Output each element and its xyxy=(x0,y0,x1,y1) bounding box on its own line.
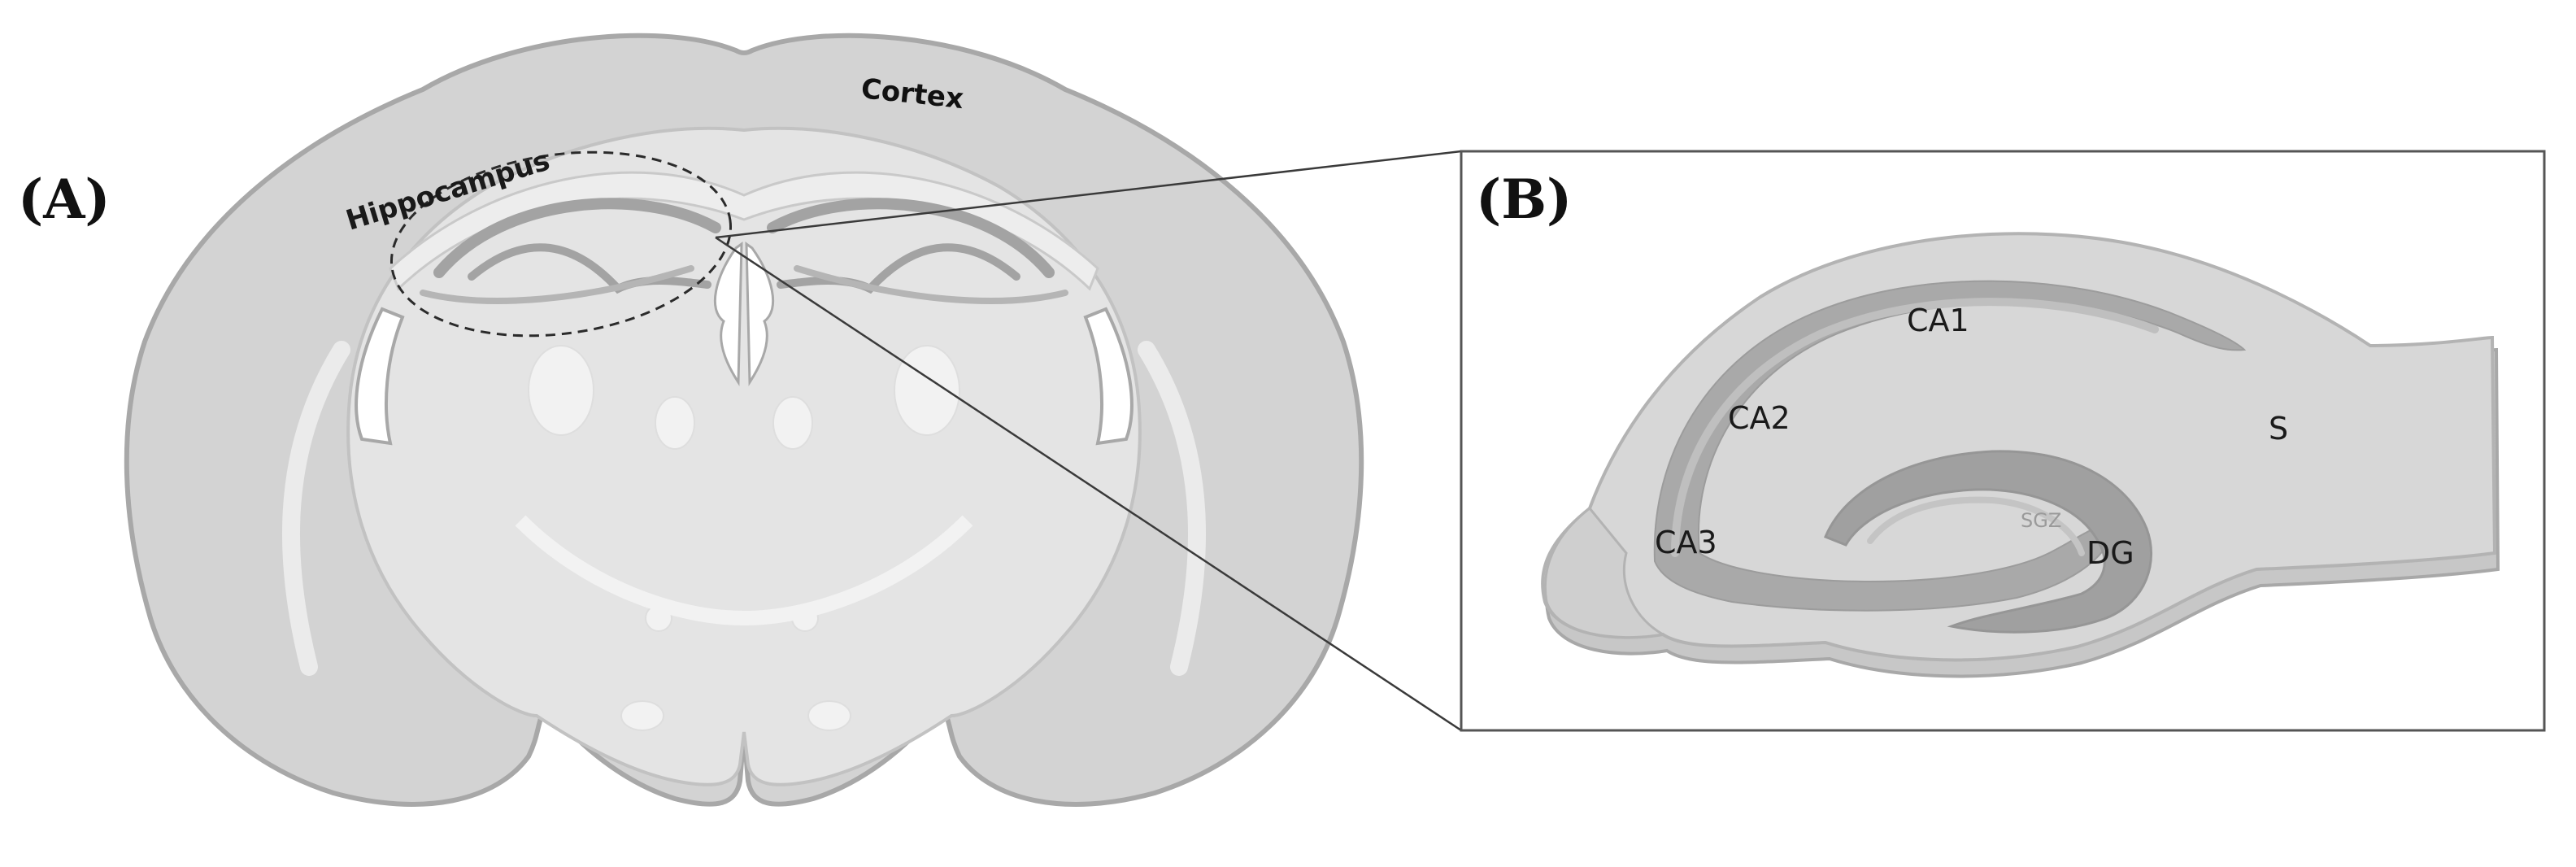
dentate-inner xyxy=(1867,496,2085,556)
left-hippocampus-inner xyxy=(468,243,711,294)
dentate-gyrus xyxy=(1824,450,2153,634)
central-ventricle xyxy=(713,242,775,386)
sgz-label: SGZ xyxy=(2021,509,2061,532)
s-label: S xyxy=(2269,411,2288,447)
nucleus xyxy=(620,700,664,731)
dg-label: DG xyxy=(2086,535,2134,571)
left-internal-capsule xyxy=(281,341,350,676)
connector-line-bottom xyxy=(715,236,1462,732)
ca3-label: CA3 xyxy=(1655,525,1717,560)
hippocampus-selection-ellipse xyxy=(389,150,733,338)
connector-line-top xyxy=(715,150,1462,239)
subcortical-region xyxy=(346,126,1142,786)
hippocampus-tail xyxy=(1543,506,1667,639)
left-hippocampus-band xyxy=(433,198,721,278)
coronal-brain-section xyxy=(124,33,1364,807)
nucleus xyxy=(807,700,851,731)
hippocampus-detail xyxy=(1541,232,2500,678)
left-hippocampus-lower xyxy=(420,265,694,304)
nucleus xyxy=(528,345,594,436)
nucleus xyxy=(894,345,960,436)
stratum-lighter-stripe xyxy=(1671,298,2159,557)
ca1-label: CA1 xyxy=(1907,303,1969,338)
left-lateral-ventricle xyxy=(355,307,405,446)
zoom-connector xyxy=(715,150,1462,732)
ca2-label: CA2 xyxy=(1728,400,1791,436)
right-hippocampus-band xyxy=(767,198,1055,278)
right-internal-capsule xyxy=(1138,341,1207,676)
right-lateral-ventricle xyxy=(1083,307,1134,446)
nucleus xyxy=(772,396,813,450)
right-hippocampus-lower xyxy=(794,265,1068,304)
panel-a-label: (A) xyxy=(18,168,111,231)
nucleus xyxy=(655,396,695,450)
right-hippocampus-inner xyxy=(777,243,1020,294)
hypothalamus-arc xyxy=(515,515,973,626)
panel-b-label: (B) xyxy=(1476,168,1572,231)
